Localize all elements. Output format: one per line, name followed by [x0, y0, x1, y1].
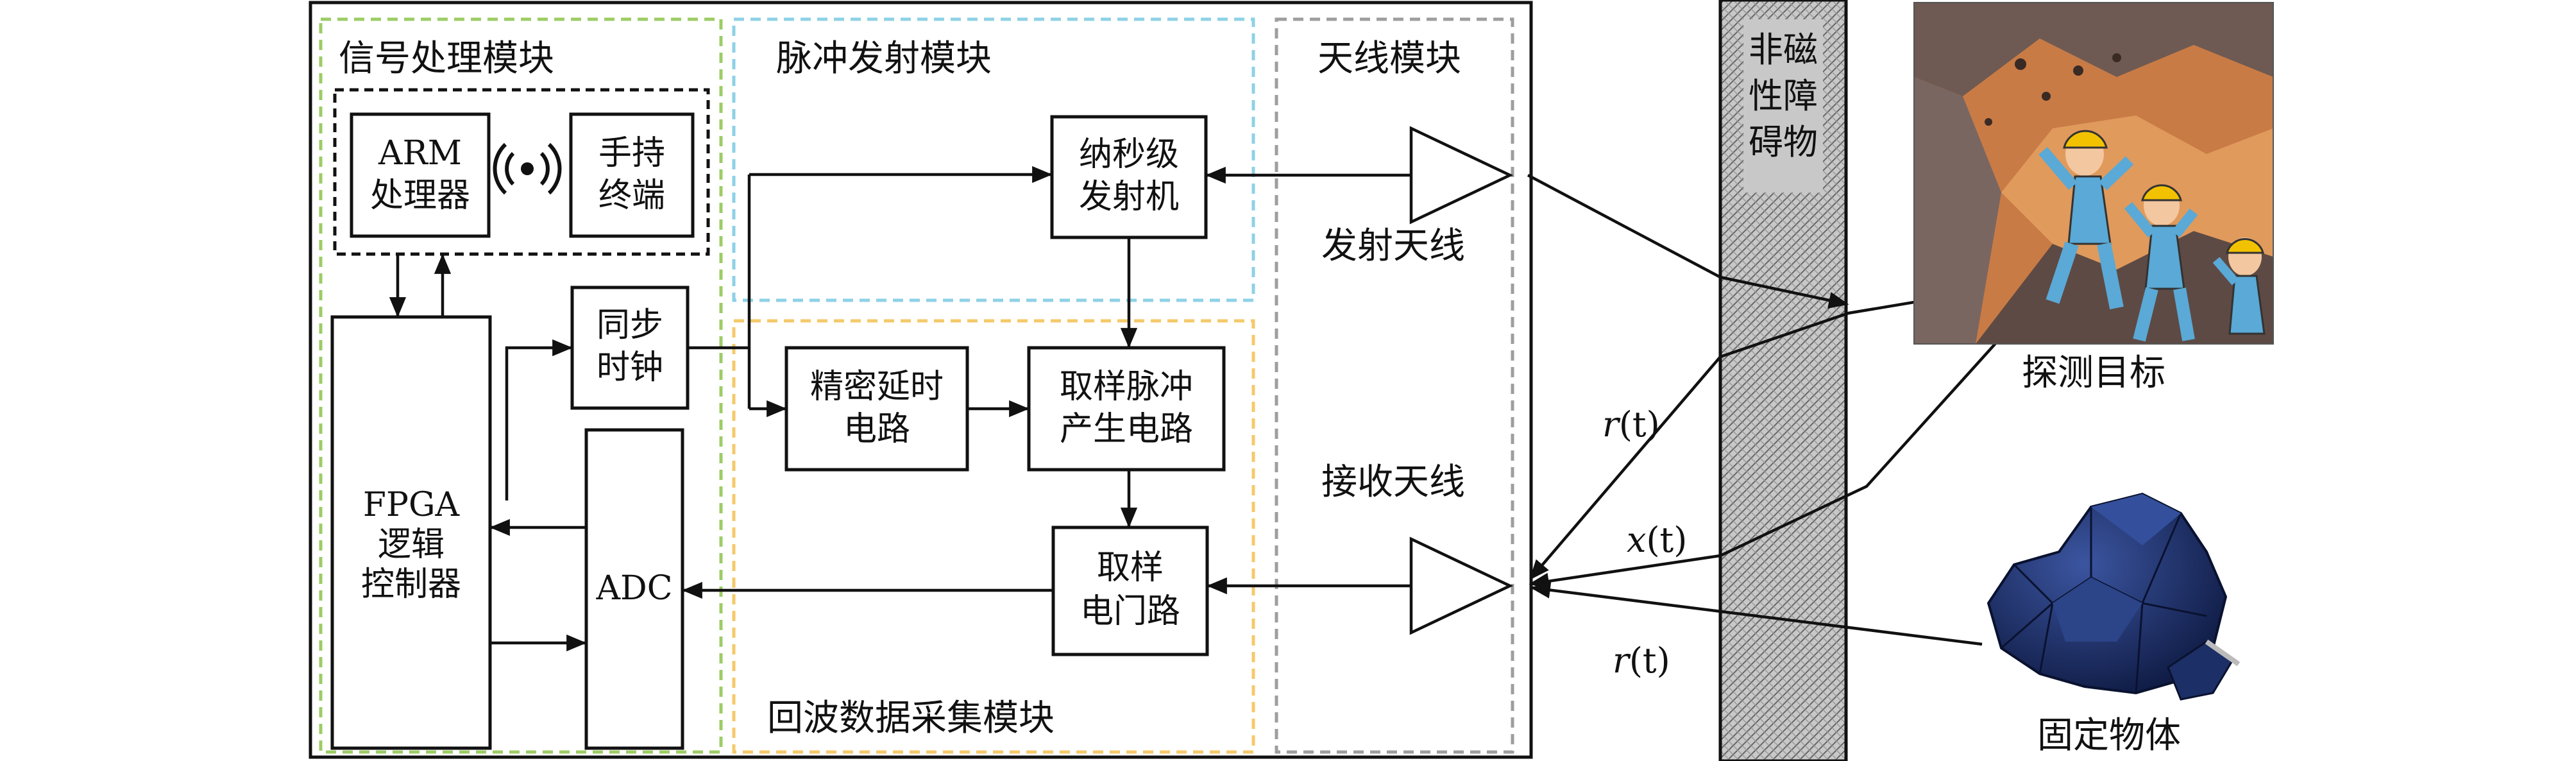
fpga-controller-block: FPGA 逻辑 控制器 [330, 315, 492, 750]
fixed-object-label: 固定物体 [2037, 715, 2181, 757]
svg-text:电门路: 电门路 [1080, 592, 1180, 631]
signal-label-r2: r(t) [1613, 640, 1670, 681]
svg-text:精密延时: 精密延时 [810, 368, 944, 406]
signal-module-title: 信号处理模块 [339, 38, 554, 80]
svg-text:ARM: ARM [378, 134, 462, 173]
system-frame [309, 1, 1533, 759]
svg-text:控制器: 控制器 [361, 565, 461, 604]
adc-block: ADC [584, 428, 684, 750]
sampling-pulse-block: 取样脉冲 产生电路 [1027, 346, 1226, 472]
svg-text:FPGA: FPGA [363, 486, 461, 524]
svg-text:时钟: 时钟 [597, 348, 663, 387]
antenna-module-title: 天线模块 [1318, 38, 1461, 80]
svg-text:手持: 手持 [598, 134, 665, 173]
svg-text:非磁: 非磁 [1749, 30, 1818, 70]
sync-clock-block: 同步 时钟 [570, 286, 690, 410]
arm-processor-block: ARM 处理器 [350, 112, 491, 238]
miners-illustration [1913, 2, 2274, 345]
svg-text:取样: 取样 [1097, 549, 1164, 587]
svg-text:电路: 电路 [843, 410, 910, 449]
svg-text:性障: 性障 [1749, 76, 1818, 116]
svg-text:碍物: 碍物 [1749, 122, 1818, 162]
svg-text:取样脉冲: 取样脉冲 [1060, 368, 1193, 406]
svg-text:同步: 同步 [597, 306, 663, 345]
rx-antenna [1409, 536, 1514, 635]
non-magnetic-obstacle: 非磁 性障 碍物 [1718, 0, 1848, 761]
echo-module-region [732, 319, 1255, 754]
sampling-gate-block: 取样 电门路 [1051, 526, 1209, 656]
wireless-signal-icon [493, 142, 562, 195]
svg-text:产生电路: 产生电路 [1060, 410, 1193, 449]
antenna-module-region [1275, 17, 1514, 754]
tx-antenna-label: 发射天线 [1321, 225, 1465, 267]
tx-antenna [1409, 126, 1514, 225]
detection-target-label: 探测目标 [2022, 352, 2165, 394]
svg-text:纳秒级: 纳秒级 [1079, 135, 1179, 174]
pulse-module-region [732, 17, 1255, 302]
svg-text:ADC: ADC [595, 569, 672, 608]
svg-text:终端: 终端 [598, 176, 665, 215]
rock-illustration [1987, 492, 2241, 701]
signal-module-region [319, 17, 723, 754]
signal-label-x: x(t) [1627, 520, 1687, 560]
svg-text:处理器: 处理器 [370, 176, 470, 215]
pulse-module-title: 脉冲发射模块 [776, 38, 992, 80]
internal-connections [389, 166, 1411, 652]
echo-module-title: 回波数据采集模块 [767, 697, 1055, 739]
rx-antenna-label: 接收天线 [1321, 461, 1465, 503]
arm-group-region [333, 88, 710, 256]
precision-delay-block: 精密延时 电路 [784, 346, 969, 472]
nanosecond-transmitter-block: 纳秒级 发射机 [1050, 115, 1208, 239]
handheld-terminal-block: 手持 终端 [569, 112, 695, 238]
signal-label-r1: r(t) [1602, 404, 1660, 445]
svg-text:逻辑: 逻辑 [378, 526, 445, 564]
svg-text:发射机: 发射机 [1079, 178, 1179, 216]
